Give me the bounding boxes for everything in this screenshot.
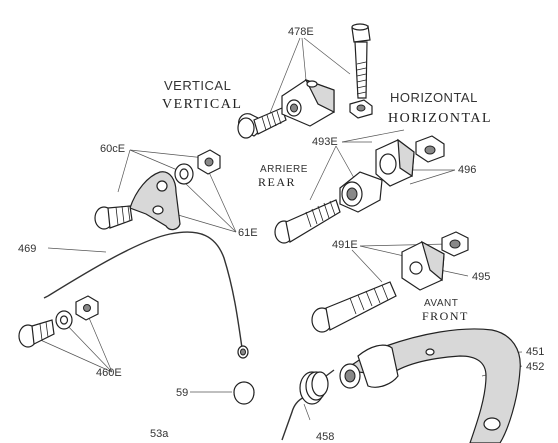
label-rear: REAR: [258, 175, 296, 189]
direction-labels: VERTICAL VERTICAL HORIZONTAL HORIZONTAL …: [162, 78, 492, 323]
part-number-53a: 53a: [150, 428, 169, 440]
label-vertical-en: VERTICAL: [162, 97, 242, 112]
bolt-60ce: [94, 205, 133, 230]
part-number-61e: 61E: [238, 227, 258, 239]
part-number-452: 452: [526, 361, 544, 373]
clamp-bolt-478e: [237, 107, 287, 139]
label-horizontal-fr: HORIZONTAL: [390, 90, 478, 105]
part-number-493e: 493E: [312, 136, 338, 148]
label-horizontal-en: HORIZONTAL: [388, 111, 492, 126]
label-avant: AVANT: [424, 298, 458, 309]
front-nut-491e: [441, 231, 469, 257]
part-number-458: 458: [316, 431, 334, 443]
bracket-plate-61e: [129, 171, 181, 231]
label-arriere: ARRIERE: [260, 164, 308, 175]
part-number-59: 59: [176, 387, 188, 399]
part-number-491e: 491E: [332, 239, 358, 251]
label-front: FRONT: [422, 309, 469, 323]
label-vertical-fr: VERTICAL: [164, 78, 231, 93]
part-number-496: 496: [458, 164, 476, 176]
ball-end-59: [233, 381, 255, 405]
spring-458: [281, 369, 335, 441]
bolt-460e: [18, 319, 55, 348]
long-bolt-478e: [351, 23, 371, 99]
front-block-495: [401, 240, 445, 291]
washer-nut-60ce: [174, 149, 221, 185]
rear-bolt-493e: [274, 199, 341, 244]
rear-clamp-block-496: [375, 138, 415, 187]
nut-478e: [349, 99, 373, 119]
washer-nut-460e: [55, 295, 99, 330]
part-number-469: 469: [18, 243, 36, 255]
rear-nut-493e: [415, 135, 445, 163]
part-number-460e: 460E: [96, 367, 122, 379]
cable-469: [43, 231, 249, 359]
clamp-block-478e: [281, 78, 335, 127]
brake-arm-451-452: [339, 328, 521, 443]
part-number-451: 451: [526, 346, 544, 358]
part-number-60ce: 60cE: [100, 143, 125, 155]
rear-spacer-493e: [339, 171, 383, 213]
part-number-478e: 478E: [288, 26, 314, 38]
part-number-495: 495: [472, 271, 490, 283]
part-number-labels: 478E 493E 496 60cE 61E 469 491E 495 451 …: [18, 26, 544, 443]
front-bolt-491e: [311, 281, 397, 333]
